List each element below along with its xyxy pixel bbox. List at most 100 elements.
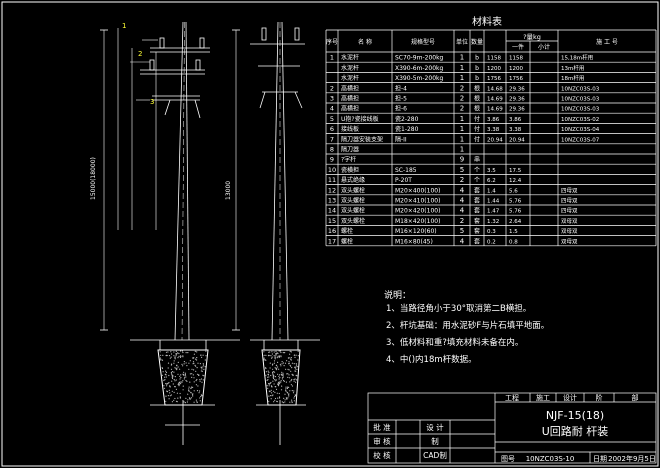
foundation-fill-dot	[171, 390, 173, 392]
foundation-fill-dot	[293, 397, 295, 399]
foundation-fill-dot	[174, 376, 176, 378]
cell-weight-total: 3.86	[509, 117, 522, 123]
foundation-fill-dot	[278, 350, 280, 352]
foundation-fill-dot	[179, 375, 181, 377]
foundation-fill-dot	[285, 368, 287, 370]
foundation-fill-dot	[191, 373, 193, 375]
foundation-fill-dot	[268, 383, 270, 385]
left-dim-label: 15000(18000)	[90, 157, 97, 200]
foundation-fill-dot	[183, 371, 185, 373]
foundation-fill-dot	[179, 392, 181, 395]
foundation-fill-dot	[272, 374, 274, 376]
foundation-fill-dot	[199, 400, 201, 402]
foundation-fill-dot	[184, 372, 186, 374]
foundation-fill-dot	[171, 371, 173, 373]
cell-weight-each: 3.38	[487, 127, 500, 133]
foundation-fill-dot	[198, 374, 200, 376]
cell-unit: 1	[460, 146, 464, 154]
foundation-fill-dot	[180, 355, 182, 357]
foundation-fill-dot	[200, 378, 203, 380]
cell-weight-total: 12.4	[509, 178, 522, 184]
foundation-fill-dot	[165, 354, 167, 356]
cell-unit: 4	[460, 207, 465, 215]
foundation-fill-dot	[291, 390, 293, 392]
foundation-fill-dot	[270, 355, 272, 357]
foundation-fill-dot	[162, 371, 164, 373]
foundation-fill-dot	[196, 367, 198, 369]
foundation-fill-dot	[191, 368, 193, 370]
header-drawing: 施 工 号	[596, 38, 618, 46]
foundation-fill-dot	[171, 363, 173, 365]
foundation-fill-dot	[291, 385, 294, 387]
foundation-fill-dot	[293, 390, 295, 392]
foundation-fill-dot	[286, 398, 288, 400]
cell-unit: 1	[460, 64, 464, 72]
foundation-fill-dot	[185, 376, 187, 378]
cell-qty: 个	[474, 167, 480, 174]
foundation-fill-dot	[283, 397, 285, 399]
foundation-fill-dot	[194, 350, 196, 352]
foundation-fill-dot	[196, 378, 198, 381]
foundation-fill-dot	[284, 393, 286, 395]
foundation-fill-dot	[270, 398, 272, 400]
foundation-fill-dot	[165, 395, 167, 397]
cell-qty: 套	[474, 207, 480, 215]
foundation-fill-dot	[272, 368, 274, 370]
note-4: 4、中()内18m杆数据。	[386, 354, 477, 365]
foundation-fill-dot	[272, 390, 275, 392]
foundation-fill-dot	[277, 385, 280, 387]
foundation-fill-dot	[182, 385, 184, 387]
cell-name: 水泥杆	[341, 64, 359, 72]
foundation-fill-dot	[265, 371, 267, 373]
cell-weight-total: 29.36	[509, 107, 525, 113]
cell-weight-total: 1200	[509, 66, 523, 72]
foundation-fill-dot	[182, 373, 184, 375]
note-3: 3、低材料和重?填充材料未备在内。	[386, 337, 523, 348]
foundation-fill-dot	[176, 369, 178, 371]
foundation-fill-dot	[179, 368, 181, 370]
cell-name: 高横担	[341, 95, 359, 103]
cell-weight-each: 1158	[487, 56, 501, 62]
foundation-fill-dot	[269, 362, 271, 364]
foundation-fill-dot	[173, 362, 175, 364]
foundation-fill-dot	[282, 362, 284, 364]
foundation-fill-dot	[287, 397, 289, 399]
cell-spec: 担-5	[395, 95, 407, 103]
foundation-fill-dot	[274, 380, 276, 382]
foundation-fill-dot	[270, 389, 272, 391]
foundation-fill-dot	[172, 383, 174, 385]
foundation-fill-dot	[172, 376, 174, 378]
cell-drawing: 四母双	[561, 208, 578, 215]
foundation-fill-dot	[267, 373, 269, 375]
foundation-fill-dot	[293, 379, 295, 381]
cell-no: 11	[328, 176, 336, 184]
foundation-fill-dot	[271, 353, 273, 355]
cell-qty: 付	[474, 115, 480, 123]
foundation-fill-dot	[200, 395, 202, 398]
header-name: 名 称	[358, 38, 372, 46]
foundation-fill-dot	[273, 401, 275, 403]
foundation-fill-dot	[163, 379, 165, 381]
cell-no: 2	[330, 84, 334, 92]
foundation-fill-dot	[279, 381, 281, 383]
foundation-fill-dot	[167, 367, 169, 369]
tb-field-1: 工程	[505, 393, 519, 402]
foundation-fill-dot	[192, 357, 194, 359]
foundation-fill-dot	[180, 377, 182, 379]
cell-name: 双头螺栓	[341, 207, 365, 215]
foundation-fill-dot	[177, 366, 179, 368]
foundation-fill-dot	[269, 367, 271, 369]
foundation-fill-dot	[287, 373, 289, 375]
cell-qty: 根	[474, 84, 480, 92]
foundation-fill-dot	[295, 379, 298, 381]
foundation-fill-dot	[185, 352, 187, 354]
cell-unit: 1	[460, 54, 464, 62]
foundation-fill-dot	[189, 373, 191, 375]
right-foundation-fill	[263, 350, 299, 404]
foundation-fill-dot	[189, 398, 191, 400]
foundation-fill-dot	[202, 366, 204, 368]
foundation-fill-dot	[177, 357, 179, 359]
tb-field-5: 部	[632, 393, 639, 402]
cell-drawing: 10NZC03S-03	[561, 107, 600, 113]
foundation-fill-dot	[276, 357, 278, 359]
